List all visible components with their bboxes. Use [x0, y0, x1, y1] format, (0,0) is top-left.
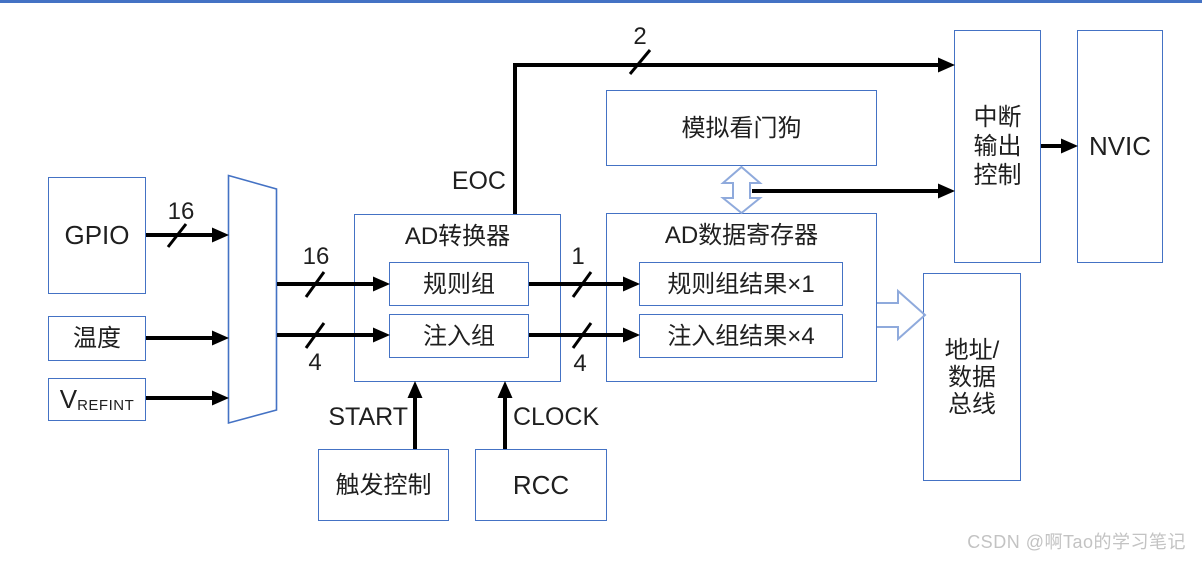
start-label: START [328, 403, 408, 431]
regular-result-label: 规则组结果×1 [667, 270, 815, 298]
bus-slash-regular-out [571, 271, 593, 298]
trigger-control-label: 触发控制 [335, 471, 432, 499]
bus-width-gpio-label: 16 [167, 198, 195, 225]
arrowhead-vrefint-to-mux [212, 390, 229, 406]
nvic-block: NVIC [1077, 30, 1163, 263]
bus-width-injected-out-label: 4 [573, 350, 587, 377]
regular-group-label: 规则组 [423, 270, 495, 298]
rcc-block: RCC [475, 449, 607, 521]
clock-label: CLOCK [513, 403, 600, 431]
bus-slash-regular-in [304, 271, 326, 298]
top-divider-rule [0, 0, 1202, 3]
csdn-watermark: CSDN @啊Tao的学习笔记 [967, 532, 1186, 552]
injected-group-block: 注入组 [389, 314, 529, 358]
regular-group-block: 规则组 [389, 262, 529, 306]
arrowhead-eoc-to-interrupt [938, 57, 955, 73]
mux-shape [227, 174, 278, 425]
bus-block-arrow [877, 288, 927, 342]
vrefint-subscript: REFINT [77, 397, 135, 414]
arrowhead-interrupt-to-nvic [1061, 138, 1078, 154]
bus-slash-injected-out [571, 322, 593, 349]
bus-width-regular-in-label: 16 [302, 243, 330, 270]
interrupt-output-control-block: 中断 输出 控制 [954, 30, 1041, 263]
data-register-title: AD数据寄存器 [664, 222, 819, 249]
bus-slash-interrupt [628, 49, 652, 75]
bus-slash-gpio [166, 223, 188, 248]
analog-watchdog-label: 模拟看门狗 [681, 114, 802, 142]
injected-group-label: 注入组 [423, 322, 495, 350]
gpio-label: GPIO [64, 220, 130, 250]
adc-converter-title: AD转换器 [404, 223, 511, 250]
bus-slash-injected-in [304, 322, 326, 349]
vrefint-label: V [59, 384, 78, 414]
injected-result-label: 注入组结果×4 [667, 322, 815, 350]
nvic-label: NVIC [1088, 131, 1152, 161]
injected-result-block: 注入组结果×4 [639, 314, 843, 358]
gpio-block: GPIO [48, 177, 146, 294]
arrowhead-temperature-to-mux [212, 330, 229, 346]
address-data-bus-block: 地址/ 数据 总线 [923, 273, 1021, 481]
bus-width-regular-out-label: 1 [571, 243, 585, 270]
temperature-block: 温度 [48, 316, 146, 361]
arrowhead-rcc-to-adc [497, 381, 513, 398]
interrupt-output-control-label: 中断 输出 控制 [973, 104, 1022, 189]
arrowhead-trigger-to-adc [407, 381, 423, 398]
trigger-control-block: 触发控制 [318, 449, 449, 521]
bus-width-interrupt-label: 2 [633, 23, 647, 50]
analog-watchdog-block: 模拟看门狗 [606, 90, 877, 166]
bus-width-injected-in-label: 4 [308, 349, 322, 376]
regular-result-block: 规则组结果×1 [639, 262, 843, 306]
watchdog-double-arrow [720, 165, 763, 215]
arrowhead-watchdog-to-interrupt [938, 183, 955, 199]
temperature-label: 温度 [73, 325, 121, 352]
address-data-bus-label: 地址/ 数据 总线 [944, 336, 1000, 418]
rcc-label: RCC [512, 469, 570, 500]
eoc-label: EOC [451, 167, 506, 195]
arrowhead-gpio-to-mux [212, 227, 229, 243]
